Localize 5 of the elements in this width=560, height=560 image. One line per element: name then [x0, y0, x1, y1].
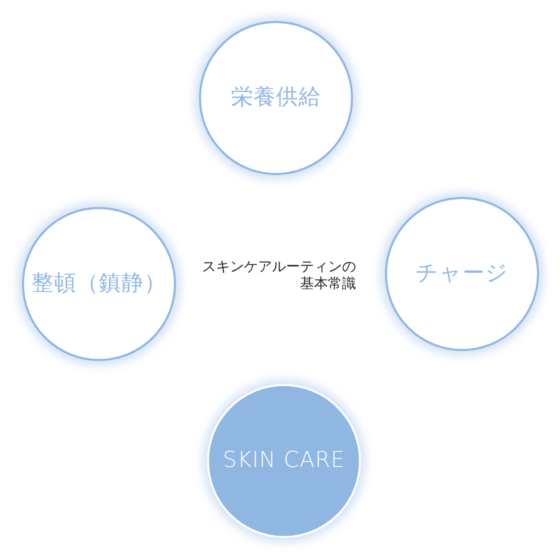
node-label: チャージ [416, 260, 508, 288]
node-label: 整頓（鎮静） [32, 270, 166, 298]
node-label: SKIN CARE [222, 448, 346, 474]
center-caption: スキンケアルーティンの基本常識 [201, 259, 356, 293]
node-label: 栄養供給 [231, 84, 321, 112]
